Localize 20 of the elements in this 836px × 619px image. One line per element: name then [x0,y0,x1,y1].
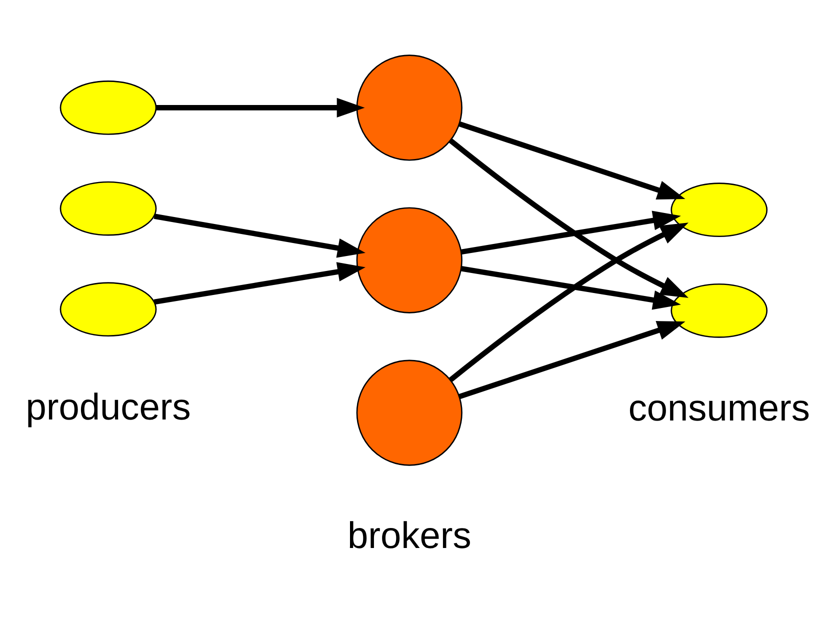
node-ellipse [670,182,768,237]
arrow [154,262,366,304]
node-ellipse [670,282,768,338]
arrow [156,97,365,117]
label: consumers [628,386,810,428]
arrow [458,320,686,399]
node-circle [356,359,462,466]
node-ellipse [60,180,157,236]
arrow [460,265,681,310]
arrow [448,222,688,382]
arrow [154,213,366,258]
arrow [460,210,681,254]
node-ellipse [60,80,157,134]
label: producers [26,384,191,427]
node-circle [356,54,462,160]
arrow [448,138,688,298]
label: brokers [347,513,472,556]
arrow [458,120,686,199]
node-ellipse [60,282,157,336]
node-circle [356,206,462,313]
